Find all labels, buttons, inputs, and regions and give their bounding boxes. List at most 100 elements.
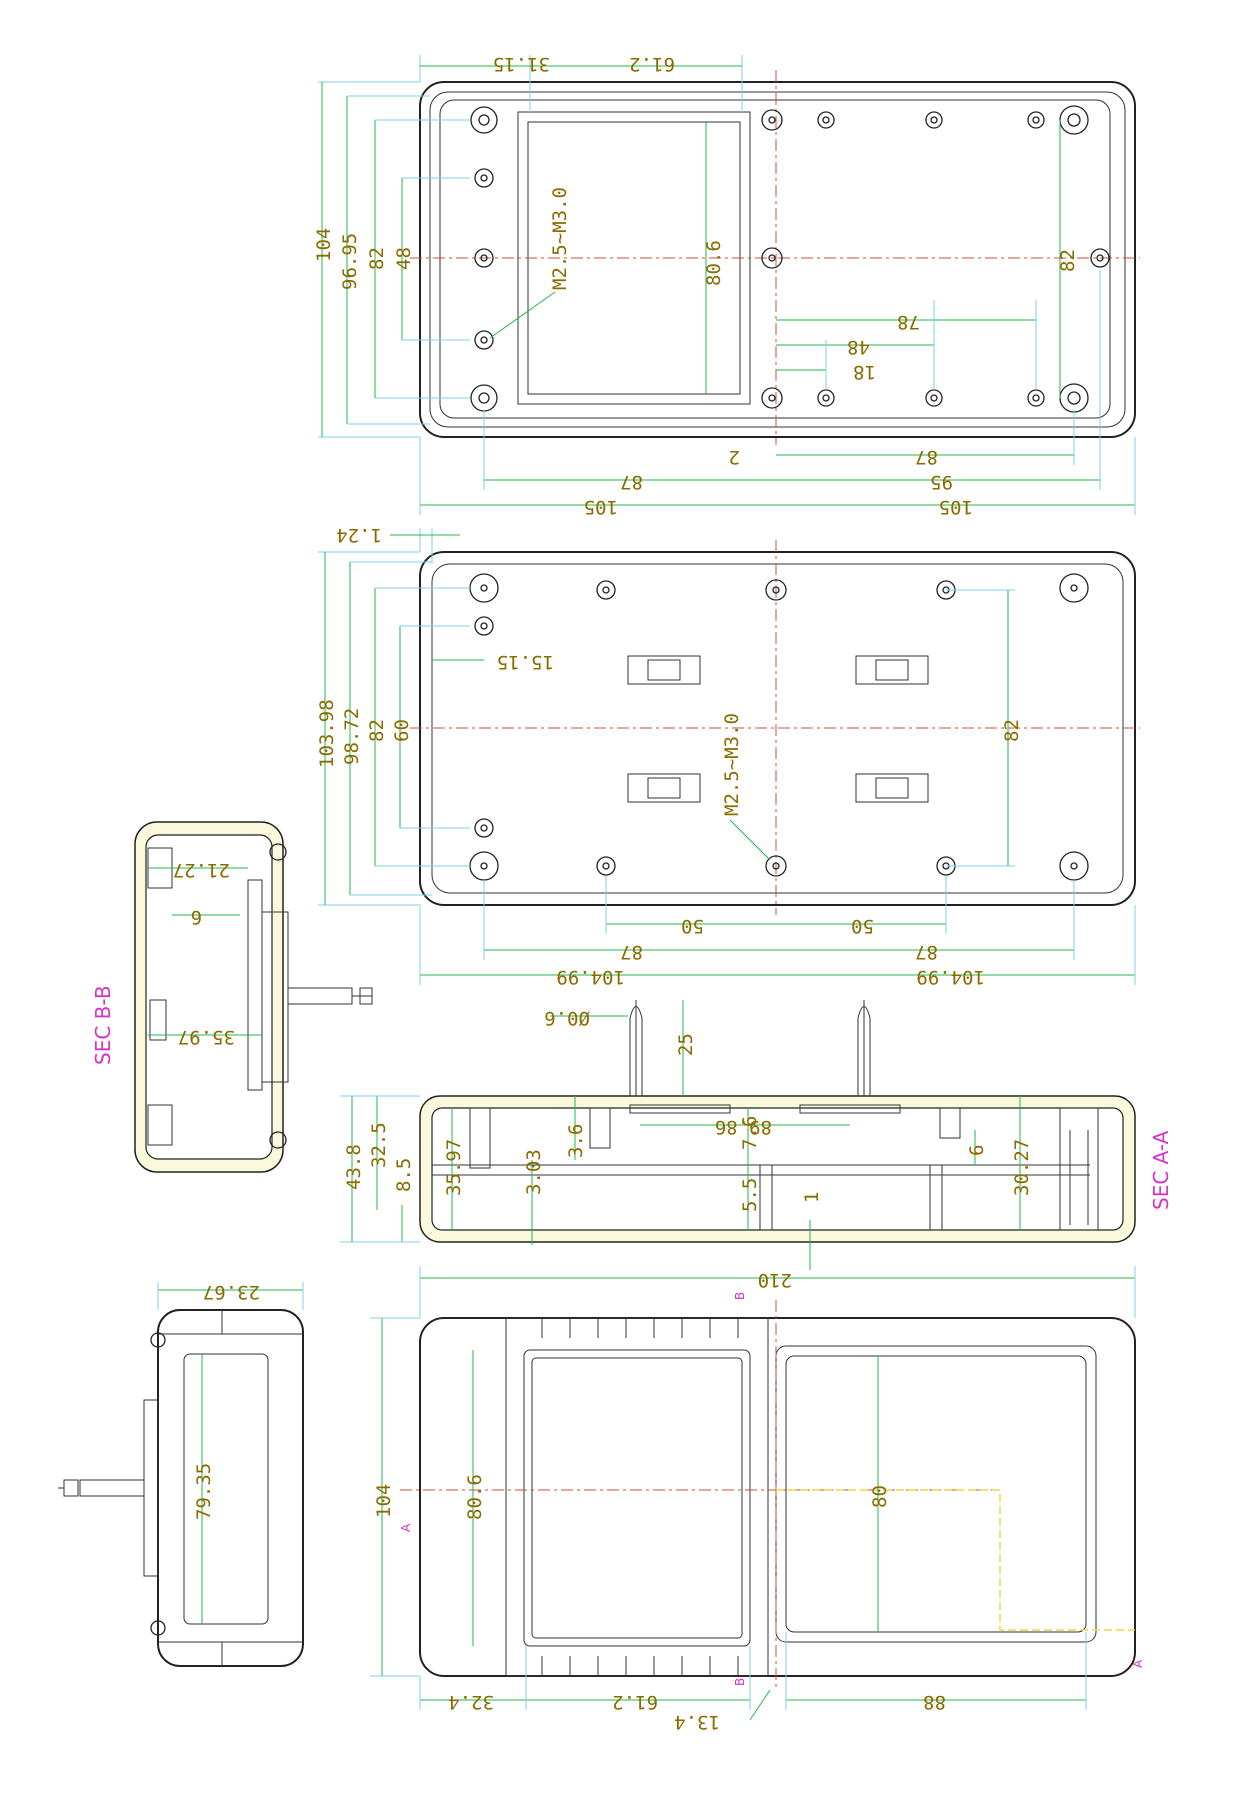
front-view-ribs (541, 1318, 739, 1676)
dim-61-2: 61.2 (629, 53, 675, 75)
top-view-dimension-text: 31.15 61.2 (493, 53, 675, 75)
dim-79-35: 79.35 (193, 1463, 215, 1520)
dim-1-aa: 1 (801, 1192, 823, 1203)
dim-pin-dia: Ø0.6 (544, 1007, 590, 1029)
front-view-lcd-inner (531, 1357, 743, 1639)
dim-21-27: 21.27 (173, 859, 230, 881)
bottom-view-screw-bosses (469, 573, 1089, 881)
side-view-boss (143, 1399, 159, 1577)
dim-80-6-top: 80.6 (703, 240, 725, 286)
dim-6-bb: 6 (191, 906, 202, 928)
section-aa-pin-left (629, 1000, 643, 1097)
dim-82-right: 82 (1057, 249, 1079, 272)
dim-2: 2 (729, 446, 740, 468)
dim-30-27: 30.27 (1011, 1139, 1033, 1196)
cut-mark-a-right: A (1131, 1659, 1145, 1668)
top-view-inner-wall (429, 91, 1126, 428)
section-bb: 21.27 6 35.97 SEC B-B (91, 821, 373, 1173)
dim-87-bottom-left: 87 (620, 941, 643, 963)
dim-104-99-left: 104.99 (556, 966, 625, 988)
dim-80-6-front: 80.6 (464, 1474, 486, 1520)
section-aa-internals (432, 1104, 1099, 1231)
section-bb-foot-bottom (269, 1131, 287, 1149)
dim-50-right: 50 (851, 915, 874, 937)
bottom-view-dimension-lines (318, 528, 1136, 985)
dim-1-24: 1.24 (336, 524, 382, 546)
dim-88: 88 (923, 1691, 946, 1713)
dim-3-6: 3.6 (565, 1124, 587, 1158)
section-aa-pin-right (857, 1000, 871, 1097)
dim-82-bottom-left: 82 (366, 719, 388, 742)
section-bb-rib-mid (149, 999, 167, 1041)
top-view-outline (419, 81, 1136, 438)
dim-31-15: 31.15 (493, 53, 550, 75)
dim-104-99-right: 104.99 (916, 966, 985, 988)
front-view-bezel (505, 1317, 769, 1677)
dim-82-bottom-right: 82 (1001, 719, 1023, 742)
side-view-outline (157, 1309, 304, 1667)
section-bb-cavity (145, 834, 273, 1160)
side-view: 23.67 79.35 (58, 1281, 304, 1667)
dim-35-97-aa: 35.97 (443, 1139, 465, 1196)
dim-35-97-bb: 35.97 (178, 1026, 235, 1048)
front-view-dimension-lines (370, 1266, 1136, 1721)
section-bb-connector (287, 987, 373, 1005)
top-view-inner-wall-2 (439, 99, 1111, 419)
front-view: 210 104 80.6 80 32.4 61.2 13.4 88 A A B … (370, 1266, 1145, 1733)
dim-60: 60 (391, 719, 413, 742)
dim-23-67: 23.67 (203, 1281, 260, 1303)
dim-95: 95 (930, 471, 953, 493)
dim-96-95: 96.95 (339, 233, 361, 290)
cut-mark-b-top: B (733, 1292, 747, 1300)
dim-87-left: 87 (620, 471, 643, 493)
side-view-window (183, 1353, 269, 1625)
dim-7-6: 7.6 (739, 1116, 761, 1150)
dim-104-front: 104 (373, 1484, 395, 1518)
dim-103-98: 103.98 (316, 699, 338, 768)
dim-50-left: 50 (681, 915, 704, 937)
section-aa-label: SEC A-A (1149, 1130, 1173, 1210)
dim-104-top: 104 (313, 228, 335, 262)
front-view-lcd-window (523, 1349, 751, 1647)
dim-61-2-front: 61.2 (612, 1691, 658, 1713)
dim-48-left: 48 (393, 247, 415, 270)
bottom-view: 1.24 103.98 98.72 82 60 15.15 M2.5~M3.0 … (316, 524, 1140, 988)
top-view-bottom-dims: 2 87 87 95 105 105 (584, 446, 973, 518)
dim-98-72: 98.72 (341, 708, 363, 765)
section-bb-foot-top (269, 843, 287, 861)
section-aa: 43.8 32.5 8.5 35.97 3.03 3.6 Ø0.6 25 89.… (340, 1000, 1173, 1270)
dim-105-right: 105 (939, 496, 973, 518)
dim-18: 18 (853, 361, 876, 383)
thread-label-top: M2.5~M3.0 (549, 187, 571, 290)
front-view-keypad-recess (775, 1345, 1097, 1643)
section-bb-label: SEC B-B (91, 985, 115, 1065)
side-view-foot-top (150, 1332, 166, 1348)
top-view-inner-dims: 78 48 18 (847, 311, 920, 383)
dim-105-left: 105 (584, 496, 618, 518)
section-bb-rib-bottom (147, 1104, 173, 1146)
dim-15-15: 15.15 (497, 651, 554, 673)
dim-8-5: 8.5 (393, 1158, 415, 1192)
dim-3-03: 3.03 (523, 1149, 545, 1195)
dim-78: 78 (897, 311, 920, 333)
front-view-hidden-outline (776, 1489, 1135, 1631)
dim-82-left: 82 (366, 247, 388, 270)
dim-32-5: 32.5 (368, 1122, 390, 1168)
dim-25: 25 (675, 1033, 697, 1056)
top-view: 31.15 61.2 104 96.95 82 48 M2.5~M3.0 80.… (313, 53, 1140, 518)
side-view-connector (58, 1479, 145, 1497)
top-view-screw-bosses (470, 105, 1110, 413)
top-view-dimension-lines (318, 55, 1136, 515)
dim-6-aa: 6 (966, 1145, 988, 1156)
dim-80-front: 80 (869, 1485, 891, 1508)
dim-210: 210 (758, 1269, 792, 1291)
dim-32-4: 32.4 (448, 1691, 494, 1713)
section-aa-dimension-lines (340, 1000, 1021, 1270)
front-view-keypad-window (785, 1355, 1087, 1633)
dim-87-bottom-right: 87 (915, 941, 938, 963)
front-view-outline (419, 1317, 1136, 1677)
dim-89-86: 89.86 (715, 1116, 772, 1138)
side-view-foot-bottom (150, 1620, 166, 1636)
cut-mark-b-bottom: B (733, 1678, 747, 1686)
